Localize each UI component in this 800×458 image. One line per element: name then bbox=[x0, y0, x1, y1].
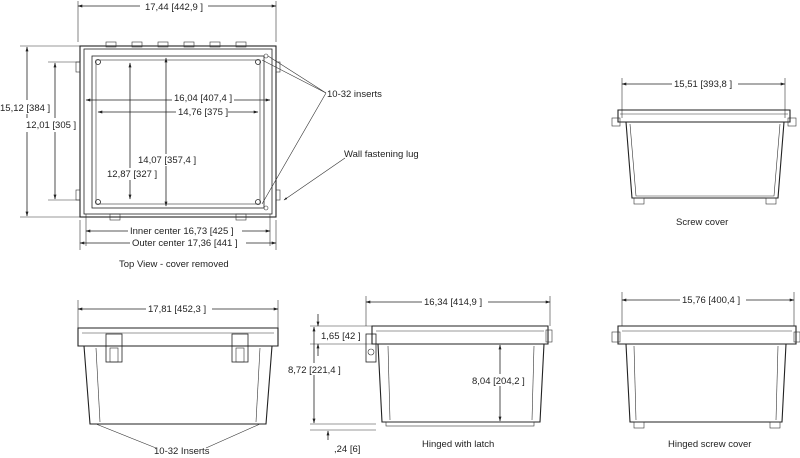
screw-cover-caption: Screw cover bbox=[676, 217, 728, 228]
front-latches bbox=[105, 333, 249, 363]
hinged-screw-caption: Hinged screw cover bbox=[668, 439, 751, 450]
hinged-latch-total-height: 8,72 [221,4 ] bbox=[288, 365, 341, 376]
top-width-insert: 14,76 [375 ] bbox=[178, 107, 228, 118]
top-inner-center: Inner center 16,73 [425 ] bbox=[130, 226, 234, 237]
front-view: 17,81 [452,3 ] 10-32 Inserts bbox=[77, 300, 279, 457]
corner-inserts bbox=[95, 53, 269, 211]
hinged-latch-base-offset: ,24 [6] bbox=[334, 444, 360, 455]
hinged-latch-body-height: 8,04 [204,2 ] bbox=[472, 376, 525, 387]
hinged-screw-width: 15,76 [400,4 ] bbox=[682, 295, 740, 306]
top-height-outer: 15,12 [384 ] bbox=[0, 103, 50, 114]
callout-wall-lug: Wall fastening lug bbox=[344, 149, 419, 160]
top-hinge-notches bbox=[105, 41, 247, 48]
top-width-outer: 17,44 [442,9 ] bbox=[145, 2, 203, 13]
hinged-latch-width: 16,34 [414,9 ] bbox=[424, 297, 482, 308]
callout-10-32-inserts: 10-32 inserts bbox=[327, 89, 382, 100]
front-width: 17,81 [452,3 ] bbox=[148, 304, 206, 315]
top-width-inner: 16,04 [407,4 ] bbox=[174, 93, 232, 104]
screw-cover-view: 15,51 [393,8 ] Screw cover bbox=[611, 77, 797, 228]
screw-cover-width: 15,51 [393,8 ] bbox=[674, 79, 732, 90]
hinged-latch-view: 16,34 [414,9 ] 1,65 [42 ] 8,72 [221,4 ] … bbox=[287, 295, 553, 455]
top-height-inner: 14,07 [357,4 ] bbox=[138, 155, 196, 166]
front-callout-inserts: 10-32 Inserts bbox=[154, 446, 210, 457]
hinged-latch-caption: Hinged with latch bbox=[422, 439, 494, 450]
top-outer-center: Outer center 17,36 [441 ] bbox=[132, 238, 238, 249]
hinged-screw-cover-view: 15,76 [400,4 ] Hinged screw cover bbox=[611, 292, 800, 450]
hinged-latch-cover-height: 1,65 [42 ] bbox=[321, 331, 361, 342]
top-height-inner-left: 12,01 [305 ] bbox=[26, 120, 76, 131]
top-view: 17,44 [442,9 ] 15,12 [384 ] 12,01 [305 ] bbox=[0, 0, 419, 270]
top-view-caption: Top View - cover removed bbox=[119, 259, 229, 270]
top-height-insert: 12,87 [327 ] bbox=[107, 169, 157, 180]
